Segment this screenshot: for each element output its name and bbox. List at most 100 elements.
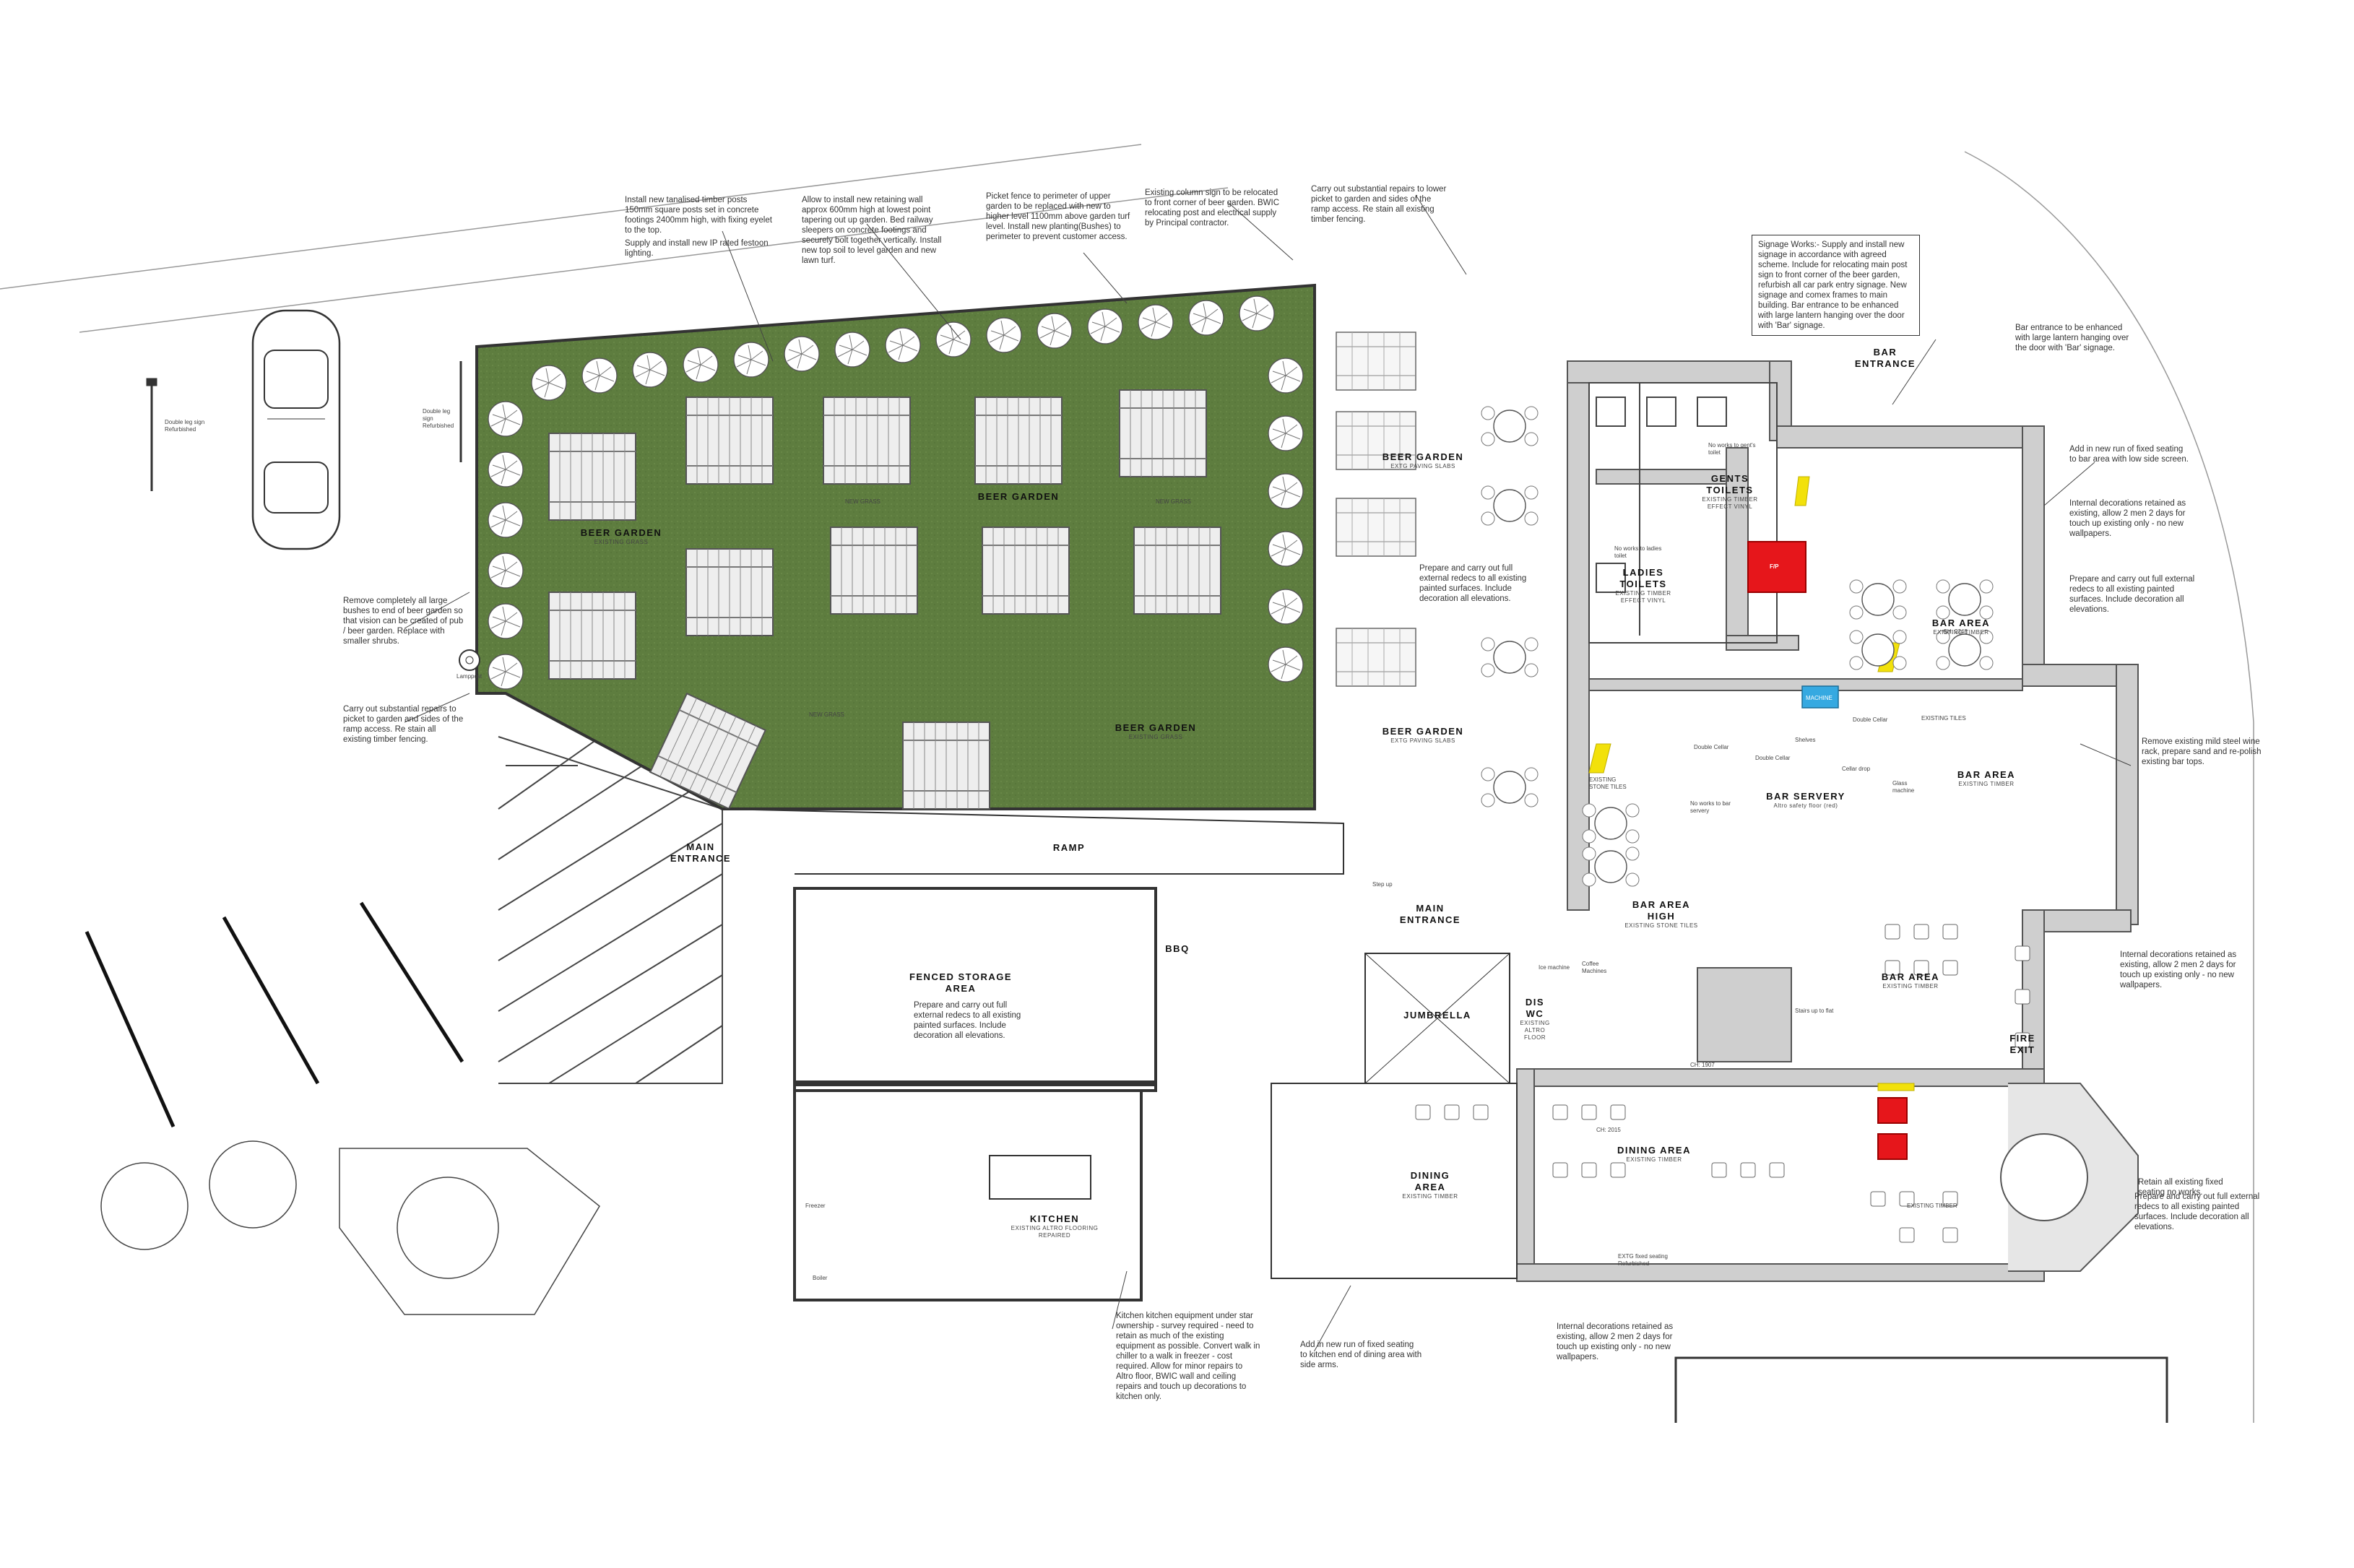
label-ice-machine: Ice machine (1539, 964, 1570, 971)
note-internal-dec-2: Internal decorations retained as existin… (2120, 950, 2237, 989)
ramp (722, 808, 1344, 875)
note-column-sign: Existing column sign to be relocated to … (1145, 189, 1280, 228)
label-double-cellar-3: Double Cellar (1853, 716, 1888, 723)
note-remove-bushes: Remove completely all large bushes to en… (343, 597, 464, 646)
room-sublabel: Altro safety floor (red) (1773, 802, 1838, 809)
machine (1801, 685, 1839, 709)
label-coffee-machines: Coffee Machines (1582, 961, 1607, 974)
label-existing-tiles: EXISTING TILES (1921, 715, 1966, 722)
room-sublabel: EXISTING ALTRO FLOOR (1520, 1020, 1550, 1041)
room-sublabel: EXISTING TIMBER (1933, 629, 1989, 636)
plot-boundary (1674, 1356, 2168, 1423)
label-shelves: Shelves (1795, 737, 1816, 743)
site-boundary (0, 144, 2254, 1423)
label-new-grass-3: NEW GRASS (809, 711, 844, 718)
room-dining-area-1: DINING AREA EXISTING TIMBER (1394, 1170, 1466, 1200)
room-sublabel: EXISTING GRASS (594, 539, 649, 545)
label-fp: F/P (1770, 563, 1779, 570)
room-label: BEER GARDEN (1115, 722, 1197, 733)
note-repairs-left: Carry out substantial repairs to picket … (343, 705, 464, 744)
room-fenced-storage: FENCED STORAGE AREA (903, 971, 1018, 995)
fireplace-2 (1877, 1097, 1908, 1124)
label-new-grass-1: NEW GRASS (845, 498, 880, 505)
label-ch-2248: CH: 2248 (1943, 628, 1968, 635)
room-bar-entrance: BAR ENTRANCE (1849, 347, 1921, 370)
building-walls (1516, 360, 2139, 1282)
kitchen-island (989, 1155, 1091, 1200)
note-fixed-seating-2: Add in new run of fixed seating to kitch… (1300, 1340, 1422, 1369)
note-kitchen: Kitchen kitchen equipment under star own… (1116, 1312, 1260, 1401)
room-label: BAR AREA (1881, 971, 1940, 982)
label-extg-fixed: EXTG fixed seating Refurbished (1618, 1253, 1668, 1267)
label-double-leg-sign-2: Double leg sign Refurbished (423, 408, 454, 429)
lamppost-icon (459, 649, 480, 671)
room-label: DINING AREA (1617, 1145, 1691, 1156)
tree-icons (100, 1140, 600, 1315)
room-sublabel: EXISTING STONE TILES (1624, 922, 1698, 929)
room-label: BEER GARDEN (1382, 726, 1464, 737)
room-label: FIRE EXIT (2009, 1033, 2035, 1055)
double-leg-sign-icon (146, 361, 462, 491)
room-beer-garden-3: BEER GARDEN EXISTING GRASS (1105, 722, 1206, 741)
room-label: LADIES TOILETS (1619, 567, 1667, 589)
note-repairs-top: Carry out substantial repairs to lower p… (1311, 185, 1447, 224)
room-label: DIS WC (1525, 997, 1545, 1019)
label-cellar-drop: Cellar drop (1842, 766, 1871, 772)
room-label: DINING AREA (1410, 1170, 1450, 1192)
note-remove-mild-steel: Remove existing mild steel wine rack, pr… (2142, 737, 2262, 766)
room-beer-garden-4: BEER GARDEN EXTG PAVING SLABS (1372, 451, 1474, 470)
room-beer-garden-2: BEER GARDEN (968, 491, 1069, 503)
note-retain-seating: Retain all existing fixed seating no wor… (2138, 1178, 2223, 1197)
note-external-redec-2: Prepare and carry out full external rede… (1419, 564, 1527, 603)
room-sublabel: EXISTING TIMBER (1402, 1193, 1458, 1200)
room-sublabel: EXTG PAVING SLABS (1390, 463, 1455, 469)
note-signage: Signage Works:- Supply and install new s… (1752, 235, 1920, 336)
note-picket-fence: Picket fence to perimeter of upper garde… (986, 192, 1130, 241)
paving-benches (1336, 332, 1416, 687)
note-fenced-storage: Prepare and carry out full external rede… (914, 1001, 1021, 1040)
fireplace-3 (1877, 1133, 1908, 1160)
room-main-entrance-1: MAIN ENTRANCE (665, 841, 737, 865)
room-label: RAMP (1052, 842, 1086, 853)
room-bar-area-2: BAR AREA EXISTING TIMBER (1950, 769, 2022, 788)
room-label: BAR ENTRANCE (1854, 347, 1916, 369)
label-stairs-up: Stairs up to flat (1795, 1008, 1834, 1014)
room-label: MAIN ENTRANCE (670, 841, 732, 864)
room-sublabel: EXISTING GRASS (1128, 734, 1183, 740)
room-label: BAR AREA (1931, 618, 1991, 628)
leader-lines (404, 194, 2132, 1351)
room-sublabel: EXISTING TIMBER (1958, 781, 2015, 787)
room-bar-area-1: BAR AREA EXISTING TIMBER (1921, 618, 2001, 636)
room-label: GENTS TOILETS (1706, 473, 1754, 495)
rear-blocks (793, 887, 1518, 1301)
label-ch-2015: CH: 2015 (1596, 1127, 1621, 1133)
room-label: BEER GARDEN (977, 491, 1060, 502)
label-double-cellar-2: Double Cellar (1755, 755, 1791, 761)
toilet-block (1588, 382, 1778, 644)
bay-window (2000, 1083, 2139, 1272)
room-bbq: BBQ (1156, 943, 1199, 955)
room-kitchen: KITCHEN EXISTING ALTRO FLOORING REPAIRED (997, 1213, 1112, 1239)
room-ramp: RAMP (1040, 842, 1098, 854)
room-sublabel: EXISTING TIMBER (1882, 983, 1939, 989)
room-dis-wc: DIS WC EXISTING ALTRO FLOOR (1517, 997, 1553, 1041)
room-dining-area-2: DINING AREA EXISTING TIMBER (1611, 1145, 1697, 1164)
fireplace-1 (1747, 541, 1806, 593)
note-retaining-wall: Allow to install new retaining wall appr… (802, 196, 942, 265)
label-no-works-ladies: No works to ladies toilet (1614, 545, 1662, 559)
note-internal-dec-3: Internal decorations retained as existin… (1557, 1322, 1674, 1361)
label-new-grass-2: NEW GRASS (1156, 498, 1191, 505)
room-label: BAR SERVERY (1766, 791, 1845, 802)
note-posts: Install new tanalised timber posts 150mm… (625, 196, 772, 235)
car-park (85, 901, 464, 1128)
label-step-up: Step up (1372, 881, 1393, 888)
room-gents: GENTS TOILETS EXISTING TIMBER EFFECT VIN… (1690, 473, 1770, 511)
room-jumbrella: JUMBRELLA (1394, 1010, 1481, 1021)
label-glass-machine: Glass machine (1892, 780, 1915, 794)
room-sublabel: EXTG PAVING SLABS (1390, 737, 1455, 744)
room-label: BEER GARDEN (1382, 451, 1464, 462)
hatched-road-markings (498, 722, 723, 1084)
room-label: MAIN ENTRANCE (1399, 903, 1461, 925)
room-sublabel: EXISTING TIMBER EFFECT VINYL (1615, 590, 1671, 604)
